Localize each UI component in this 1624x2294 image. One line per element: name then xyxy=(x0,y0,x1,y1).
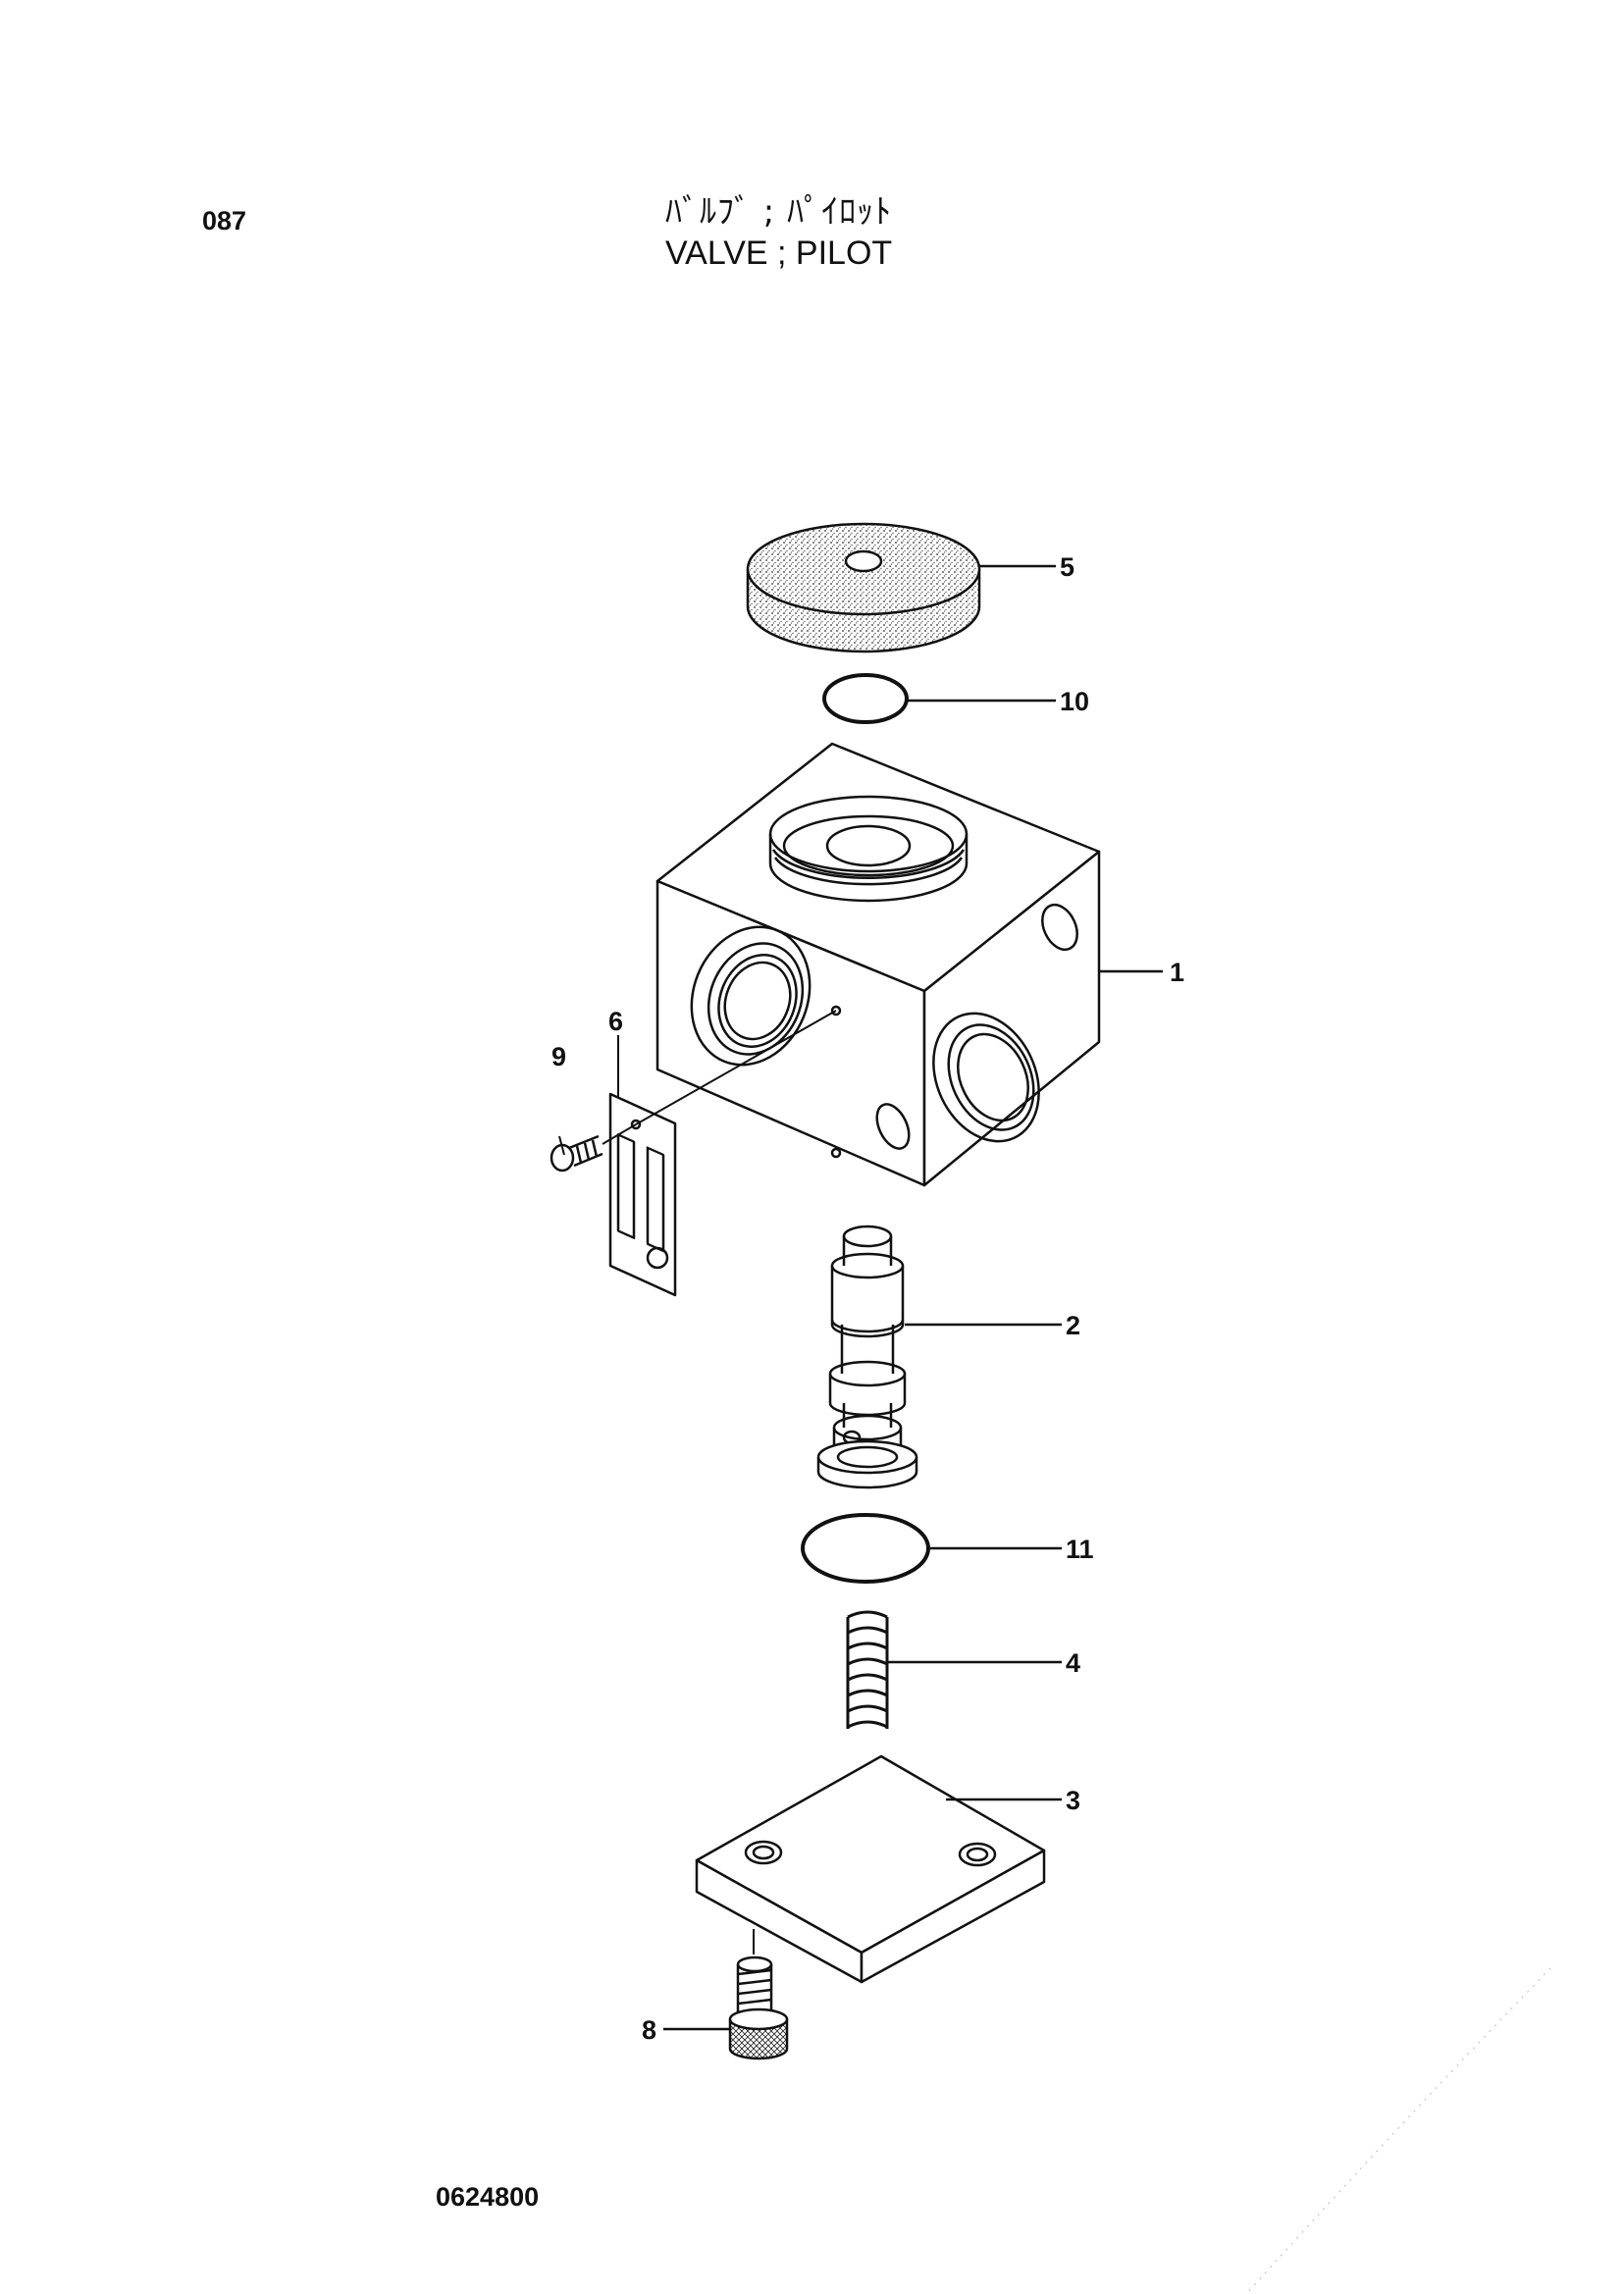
callout-4: 4 xyxy=(887,1648,1080,1678)
callout-10: 10 xyxy=(907,687,1089,716)
valve-block-part xyxy=(655,742,1101,1187)
svg-text:2: 2 xyxy=(1066,1311,1080,1340)
page-number: 087 xyxy=(202,206,247,235)
svg-text:11: 11 xyxy=(1066,1535,1094,1564)
filter-disc-part xyxy=(746,522,981,653)
callout-11: 11 xyxy=(928,1535,1094,1564)
callout-2: 2 xyxy=(905,1311,1080,1340)
svg-text:5: 5 xyxy=(1060,552,1074,582)
callout-3: 3 xyxy=(946,1786,1080,1815)
title-japanese: ﾊﾞﾙﾌﾞ ; ﾊﾟｲﾛｯﾄ xyxy=(665,192,893,232)
spool-part xyxy=(816,1225,918,1489)
callout-5: 5 xyxy=(979,552,1074,582)
callout-9: 9 xyxy=(551,1042,566,1071)
svg-text:1: 1 xyxy=(1170,958,1184,987)
svg-text:8: 8 xyxy=(642,2015,656,2045)
cover-plate-part xyxy=(695,1754,1046,1984)
svg-text:4: 4 xyxy=(1066,1648,1080,1678)
title-block: ﾊﾞﾙﾌﾞ ; ﾊﾟｲﾛｯﾄ VALVE ; PILOT xyxy=(665,192,892,275)
callout-8: 8 xyxy=(642,2015,730,2045)
title-english: VALVE ; PILOT xyxy=(665,235,893,272)
svg-text:6: 6 xyxy=(608,1007,623,1036)
callout-1: 1 xyxy=(1099,958,1184,987)
svg-text:9: 9 xyxy=(551,1042,566,1071)
svg-text:10: 10 xyxy=(1060,687,1089,716)
screw-part xyxy=(550,1123,637,1173)
svg-text:3: 3 xyxy=(1066,1786,1080,1815)
o-ring-small-part xyxy=(822,673,909,724)
plug-part xyxy=(728,1955,789,2060)
plate-part xyxy=(608,1010,837,1297)
callout-6: 6 xyxy=(608,1007,623,1097)
drawing-number: 0624800 xyxy=(436,2182,540,2212)
o-ring-large-part xyxy=(801,1513,930,1584)
spring-part xyxy=(846,1610,889,1729)
